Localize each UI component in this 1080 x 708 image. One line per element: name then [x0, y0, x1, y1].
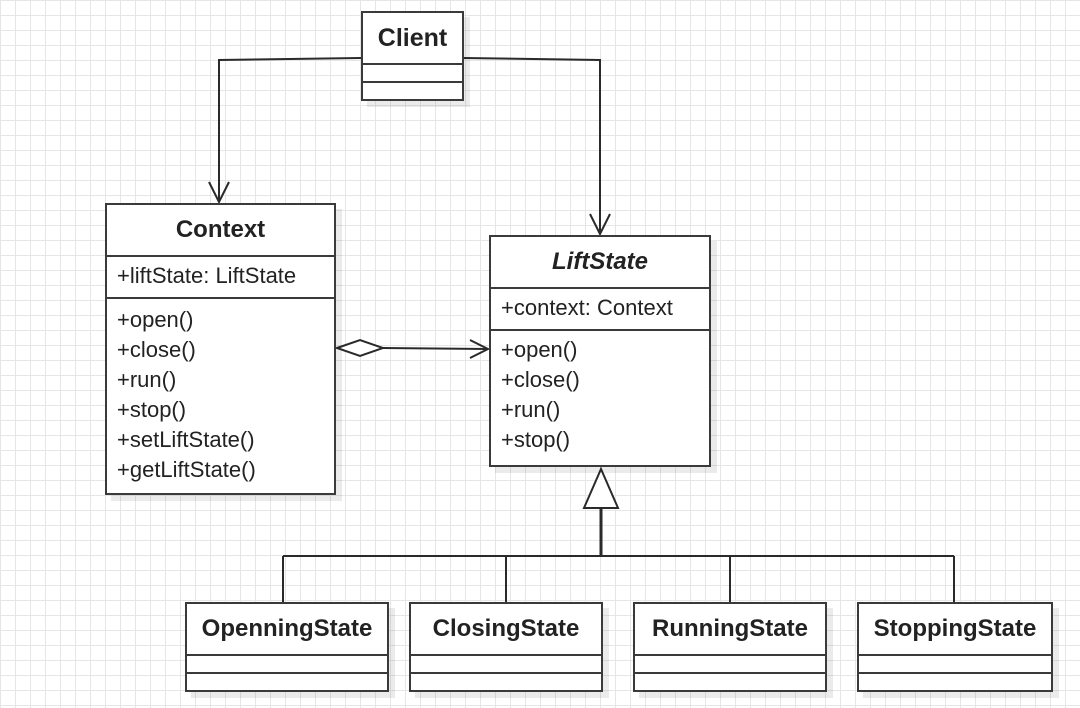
class-openingstate-name: OpenningState — [187, 604, 387, 656]
method: +stop() — [117, 397, 187, 422]
class-openingstate[interactable]: OpenningState — [185, 602, 389, 692]
class-context-methods: +open() +close() +run() +stop() +setLift… — [107, 299, 334, 491]
method: +run() — [117, 367, 177, 392]
class-liftstate[interactable]: LiftState +context: Context +open() +clo… — [489, 235, 711, 467]
association-client-context[interactable] — [218, 57, 362, 200]
class-stoppingstate-methods — [859, 674, 1051, 690]
method: +setLiftState() — [117, 427, 255, 452]
aggregation-context-liftstate[interactable] — [381, 347, 489, 350]
method: +run() — [501, 397, 561, 422]
class-client-methods — [363, 83, 462, 99]
attribute: +liftState: LiftState — [117, 263, 297, 288]
association-client-liftstate[interactable] — [462, 57, 601, 233]
class-context-name: Context — [107, 205, 334, 257]
arrowhead-aggregation — [469, 339, 491, 359]
class-runningstate[interactable]: RunningState — [633, 602, 827, 692]
class-closingstate-name: ClosingState — [411, 604, 601, 656]
class-openingstate-methods — [187, 674, 387, 690]
class-runningstate-name: RunningState — [635, 604, 825, 656]
class-runningstate-methods — [635, 674, 825, 690]
class-closingstate[interactable]: ClosingState — [409, 602, 603, 692]
method: +close() — [117, 337, 196, 362]
class-liftstate-name: LiftState — [491, 237, 709, 289]
arrowhead-client-context — [208, 181, 230, 205]
class-context[interactable]: Context +liftState: LiftState +open() +c… — [105, 203, 336, 495]
class-stoppingstate-name: StoppingState — [859, 604, 1051, 656]
class-openingstate-attributes — [187, 656, 387, 674]
class-client-attributes — [363, 65, 462, 83]
class-stoppingstate-attributes — [859, 656, 1051, 674]
arrowhead-client-liftstate — [589, 213, 611, 237]
method: +getLiftState() — [117, 457, 256, 482]
class-client[interactable]: Client — [361, 11, 464, 101]
method: +open() — [117, 307, 194, 332]
method: +stop() — [501, 427, 571, 452]
attribute: +context: Context — [501, 295, 673, 320]
class-context-attributes: +liftState: LiftState — [107, 257, 334, 299]
method: +close() — [501, 367, 580, 392]
class-liftstate-methods: +open() +close() +run() +stop() — [491, 331, 709, 459]
generalization-triangle — [582, 466, 620, 509]
class-stoppingstate[interactable]: StoppingState — [857, 602, 1053, 692]
class-closingstate-methods — [411, 674, 601, 690]
class-closingstate-attributes — [411, 656, 601, 674]
class-client-name: Client — [363, 13, 462, 65]
method: +open() — [501, 337, 578, 362]
class-liftstate-attributes: +context: Context — [491, 289, 709, 331]
class-runningstate-attributes — [635, 656, 825, 674]
aggregation-diamond — [333, 338, 387, 358]
